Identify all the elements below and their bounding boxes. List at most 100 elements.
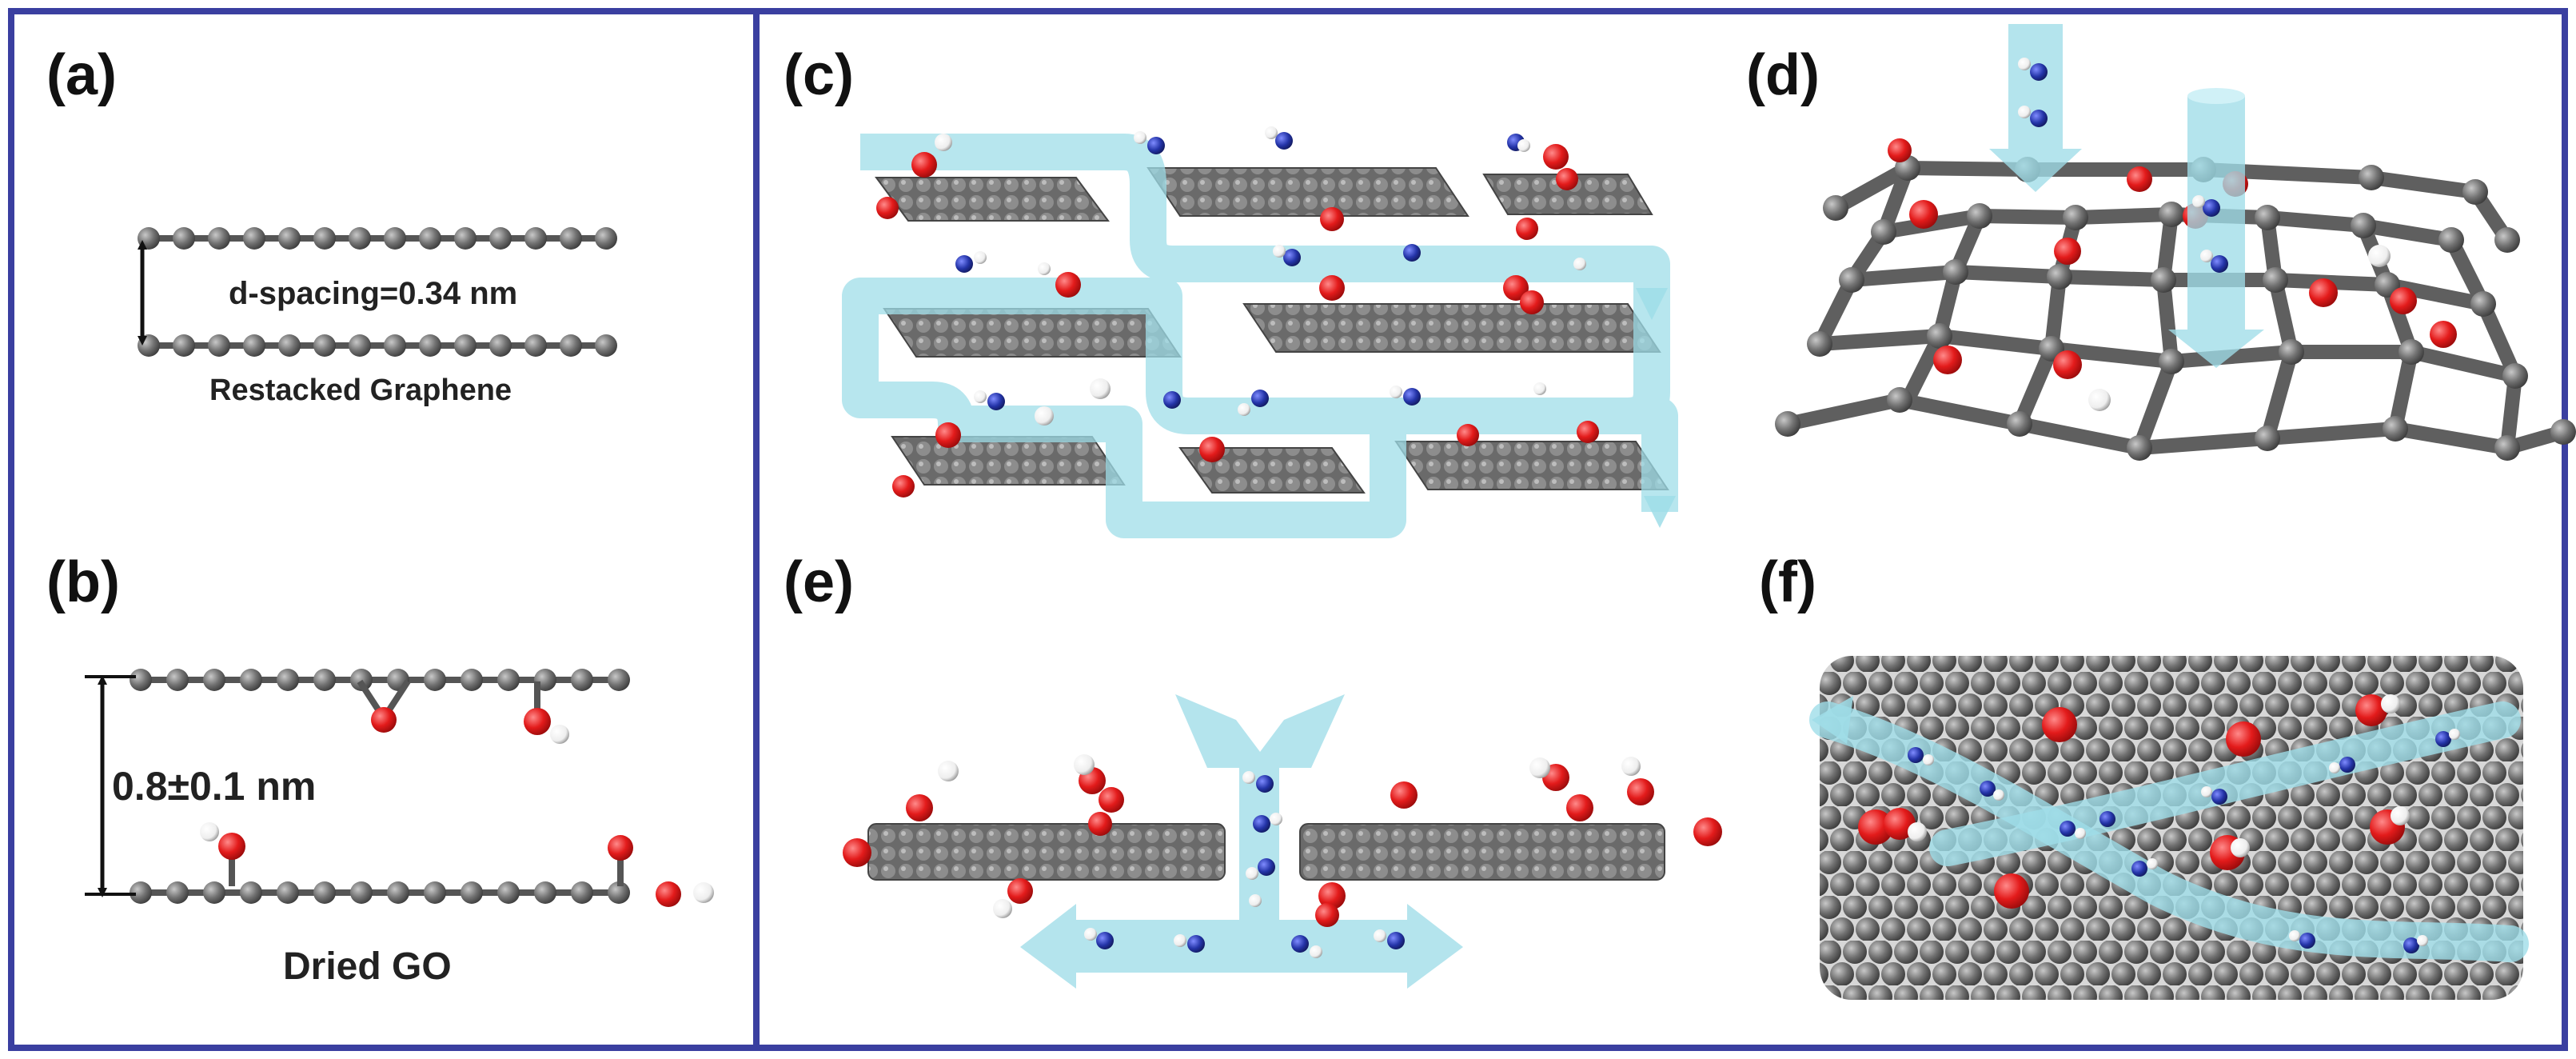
graphene-sheet-bottom <box>138 334 617 357</box>
pinhole-flow <box>1020 694 1463 989</box>
carbon-atom <box>2359 165 2384 190</box>
interlayer-spacing-label: 0.8±0.1 nm <box>112 764 316 809</box>
d-spacing-label: d-spacing=0.34 nm <box>229 276 517 311</box>
carbon-atom <box>1927 323 1952 349</box>
go-flake-right <box>1299 823 1665 881</box>
flow-arrowhead <box>1812 696 1853 744</box>
carbon-atom <box>2159 202 2184 227</box>
panel-b: (b) 0.8±0.1 nm <box>46 550 714 988</box>
carbon-atom <box>489 227 512 250</box>
panel-d-label: (d) <box>1746 43 1820 107</box>
panel-a: (a) d-spacing=0.34 nm Restacked Graphene <box>46 43 617 407</box>
carbon-atom <box>2550 419 2576 445</box>
carbon-atom <box>461 881 483 904</box>
carbon-atom <box>524 334 547 357</box>
go-sheet-bottom <box>130 881 630 904</box>
carbon-atom <box>203 881 225 904</box>
carbon-atom <box>2502 363 2528 389</box>
carbon-atom <box>424 669 446 691</box>
restacked-graphene-caption: Restacked Graphene <box>209 374 512 407</box>
carboxyl-group <box>656 881 714 907</box>
carbon-atom <box>2494 227 2520 253</box>
carbon-atom <box>349 227 371 250</box>
carbon-atom <box>2279 339 2304 365</box>
carbon-atom <box>130 881 152 904</box>
carbon-atom <box>313 669 336 691</box>
hydroxyl-group-bottom <box>200 822 245 886</box>
carbon-atom <box>208 227 230 250</box>
water-molecules-f <box>1908 729 2460 953</box>
carbon-atom <box>384 227 406 250</box>
carbon-atom <box>349 334 371 357</box>
carbon-atom <box>2007 411 2032 437</box>
carbon-atom <box>313 881 336 904</box>
carbon-atom <box>2127 435 2152 461</box>
panel-f-label: (f) <box>1759 550 1816 614</box>
carbon-atom <box>173 334 195 357</box>
carbon-atom <box>595 334 617 357</box>
carbon-atom <box>166 669 189 691</box>
carbon-atom <box>2438 227 2464 253</box>
carbon-atom <box>454 334 477 357</box>
carbon-atom <box>560 334 582 357</box>
carbon-atom <box>243 334 265 357</box>
carbon-atom <box>2470 291 2496 317</box>
carbon-atom <box>313 227 336 250</box>
carbon-atom <box>2063 205 2088 230</box>
carbon-atom <box>2494 435 2520 461</box>
dried-go-caption: Dried GO <box>283 945 452 988</box>
carbon-atom <box>1943 259 1968 285</box>
carbon-atom <box>203 669 225 691</box>
go-sheet-top <box>130 669 630 691</box>
carbon-atom <box>2047 264 2072 290</box>
carbon-atom <box>419 227 441 250</box>
panel-d: (d) <box>1746 24 2576 461</box>
tortuous-water-path <box>842 134 1678 538</box>
carbon-atom <box>419 334 441 357</box>
carbon-atom <box>608 669 630 691</box>
carbon-atom <box>424 881 446 904</box>
carbon-atom <box>497 881 520 904</box>
carbon-atom <box>2255 205 2280 230</box>
carbon-atom <box>2399 339 2424 365</box>
carbon-atom <box>2255 426 2280 451</box>
epoxide-group <box>357 679 411 733</box>
carbon-atom <box>243 227 265 250</box>
carbon-atom <box>350 881 373 904</box>
carbon-atom <box>208 334 230 357</box>
carbon-atom <box>1967 203 1992 229</box>
carbon-atom <box>1887 387 1912 413</box>
carbonyl-group <box>608 835 633 886</box>
carbon-atom <box>560 227 582 250</box>
carbon-atom <box>489 334 512 357</box>
carbon-atom <box>608 881 630 904</box>
vertical-flow-arrows <box>1989 24 2264 368</box>
carbon-atom <box>454 227 477 250</box>
graphene-sheet-top <box>138 227 617 250</box>
carbon-atom <box>534 881 556 904</box>
panel-a-label: (a) <box>46 43 117 107</box>
carbon-atom <box>2151 267 2176 293</box>
go-flake-left <box>867 823 1226 881</box>
carbon-atom <box>384 334 406 357</box>
oxygen-groups-e <box>843 754 1722 927</box>
carbon-atom <box>595 227 617 250</box>
carbon-atom <box>2383 416 2408 442</box>
panel-c-label: (c) <box>784 43 854 107</box>
water-molecules-e <box>1084 771 1405 958</box>
carbon-atom <box>1871 219 1896 245</box>
oxygen-groups-f <box>1858 694 2410 909</box>
carbon-atom <box>277 881 299 904</box>
carbon-atom <box>278 334 301 357</box>
carbon-atom <box>1807 331 1832 357</box>
carbon-atom <box>461 669 483 691</box>
panel-c: (c) <box>784 43 1678 538</box>
carbon-atom <box>2351 213 2376 238</box>
carbon-atom <box>1775 411 1800 437</box>
carbon-atom <box>166 881 189 904</box>
carbon-atom <box>350 669 373 691</box>
carbon-atom <box>240 669 262 691</box>
carbon-atom <box>2462 179 2488 205</box>
water-molecules-c <box>955 126 1586 416</box>
